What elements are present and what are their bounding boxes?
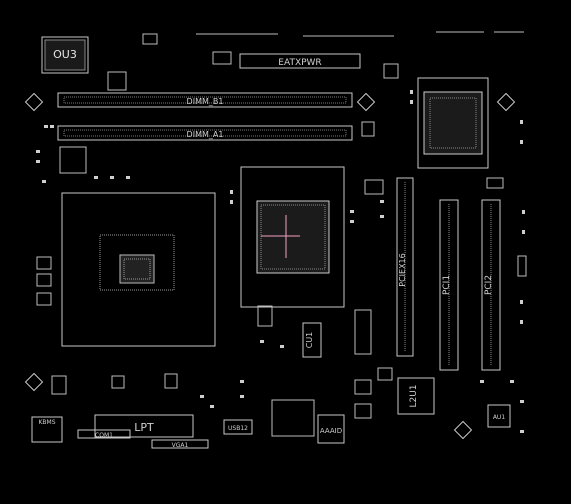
dimm-a1-slot: DIMM_A1: [57, 125, 353, 141]
dimm-b1-slot: DIMM_B1: [57, 92, 353, 108]
au1-label: AU1: [493, 414, 505, 421]
pciex16-slot: PCIEX16: [396, 177, 414, 357]
pciex16-label: PCIEX16: [398, 253, 407, 286]
lpt-label: LPT: [134, 421, 154, 434]
audio-label: AAAID: [320, 427, 342, 435]
vga1-label: VGA1: [172, 442, 189, 449]
com1-label: COM1: [95, 432, 113, 439]
ou3-label: OU3: [53, 48, 77, 61]
super-io-chip: [417, 77, 489, 169]
eatxpwr-connector: EATXPWR: [239, 53, 361, 69]
au1-chip: AU1: [487, 404, 511, 428]
l2u1-chip: L2U1: [397, 377, 435, 415]
pci2-label: PCI2: [484, 275, 494, 295]
pci2-slot: PCI2: [481, 199, 501, 371]
ou3-chip: OU3: [41, 36, 89, 74]
dimm-a1-label: DIMM_A1: [187, 130, 224, 139]
cu1-chip: CU1: [302, 322, 322, 358]
cu1-label: CU1: [305, 332, 314, 349]
misc-components: [36, 31, 527, 437]
northbridge-chip: [240, 166, 345, 308]
pci1-slot: PCI1: [439, 199, 459, 371]
l2u1-label: L2U1: [409, 384, 419, 407]
dimm-b1-label: DIMM_B1: [187, 97, 224, 106]
eatxpwr-label: EATXPWR: [278, 58, 321, 68]
cpu-socket: [61, 192, 216, 347]
mounting-holes: [24, 92, 516, 440]
usb12-label: USB12: [228, 425, 248, 432]
usb12-header: USB12: [223, 419, 253, 435]
small-pads: [36, 90, 525, 433]
pci1-label: PCI1: [442, 275, 452, 295]
kbms-connector: KBMS: [31, 416, 63, 443]
kbms-label: KBMS: [38, 419, 55, 426]
audio-header: AAAID: [317, 414, 345, 444]
lpt-connector: LPT COM1 VGA1: [77, 414, 209, 449]
